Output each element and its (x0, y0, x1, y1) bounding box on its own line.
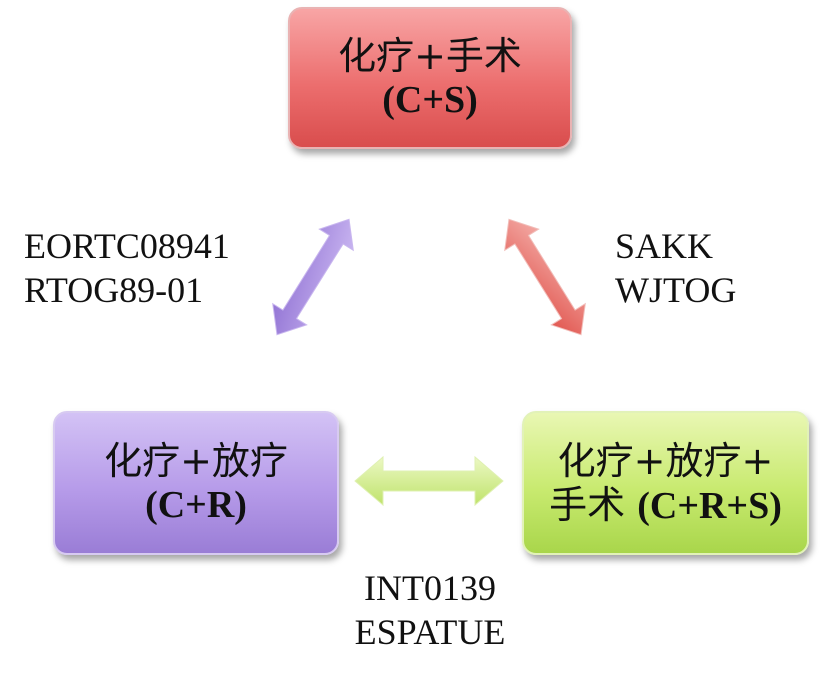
node-crs-label-cn-2: 手术 (549, 482, 638, 527)
node-crs-label-abbr: (C+R+S) (637, 484, 782, 527)
node-chemo-radiation-surgery: 化疗+放疗+ 手术 (C+R+S) (522, 411, 809, 555)
edge-left-trial-2: RTOG89-01 (24, 270, 204, 310)
edge-label-bottom: INT0139 ESPATUE (335, 566, 525, 654)
edge-label-left: EORTC08941 RTOG89-01 (24, 224, 230, 312)
node-crs-label-line2: 手术 (C+R+S) (549, 483, 782, 528)
node-cr-label-cn: 化疗+放疗 (104, 439, 288, 483)
edge-bottom-trial-2: ESPATUE (354, 612, 506, 652)
node-cs-label-cn: 化疗+手术 (338, 34, 522, 78)
edge-label-right: SAKK WJTOG (615, 224, 736, 312)
node-chemo-surgery: 化疗+手术 (C+S) (288, 7, 572, 149)
left-double-arrow (272, 218, 354, 336)
node-crs-label-cn: 化疗+放疗+ (557, 438, 774, 483)
edge-right-trial-1: SAKK (615, 226, 714, 266)
right-double-arrow (504, 218, 586, 336)
node-cs-label-abbr: (C+S) (382, 79, 478, 121)
node-chemo-radiation: 化疗+放疗 (C+R) (53, 411, 339, 555)
edge-right-trial-2: WJTOG (615, 270, 737, 310)
bottom-double-arrow (354, 455, 504, 507)
edge-bottom-trial-1: INT0139 (364, 568, 496, 608)
edge-left-trial-1: EORTC08941 (24, 226, 230, 266)
node-cr-label-abbr: (C+R) (145, 484, 247, 526)
